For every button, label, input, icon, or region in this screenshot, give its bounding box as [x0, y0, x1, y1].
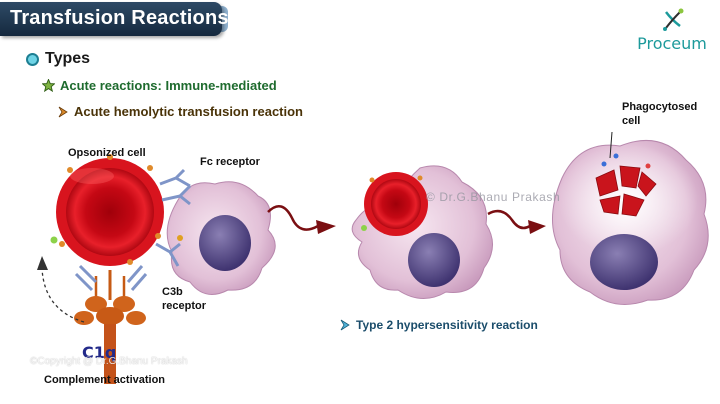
bullet-hemolytic-text: Acute hemolytic transfusion reaction: [74, 104, 303, 119]
bullet-acute: Acute reactions: Immune-mediated: [42, 78, 277, 93]
label-phagocytosed-cell: cell: [622, 115, 641, 127]
label-c1q: C1q: [82, 343, 117, 362]
label-receptor: receptor: [162, 300, 207, 312]
title-bar: Transfusion Reactions: [0, 2, 229, 36]
macrophage-1-nucleus: [199, 215, 251, 271]
chevron-icon: [340, 319, 350, 331]
antibody-c3b: [155, 242, 181, 267]
antigen-dots: [59, 154, 161, 265]
circle-bullet-icon: [26, 52, 39, 66]
label-c3b: C3b: [162, 286, 183, 298]
logo-text: Proceum: [637, 34, 707, 53]
bullet-hemolytic: Acute hemolytic transfusion reaction: [58, 104, 303, 119]
label-phagocytosed: Phagocytosed: [622, 101, 698, 113]
type2-text: Type 2 hypersensitivity reaction: [356, 318, 538, 332]
copyright-watermark: ©Copyright @ Dr.G.Bhanu Prakash: [30, 356, 188, 367]
opsonized-rbc: [50, 154, 164, 266]
center-watermark: © Dr.G.Bhanu Prakash: [426, 190, 561, 204]
bullet-types-text: Types: [45, 50, 91, 67]
macrophage-2-nucleus: [408, 233, 460, 287]
label-opsonized-cell: Opsonized cell: [68, 147, 146, 159]
phagocytosed-pointer: [609, 131, 613, 159]
dotted-arrow: [41, 267, 85, 323]
macrophage-3: [551, 139, 709, 305]
macrophage-2: [351, 165, 493, 299]
star-icon: [42, 79, 55, 92]
antibody-fc: [159, 168, 192, 206]
engulfed-rbc: [361, 172, 428, 236]
arrow-2: [487, 209, 546, 234]
arrow-1: [267, 205, 336, 234]
type2-label: Type 2 hypersensitivity reaction: [340, 318, 538, 332]
proceum-logo: Proceum: [630, 6, 714, 56]
macrophage-1: [166, 181, 276, 295]
label-fc-receptor: Fc receptor: [200, 156, 260, 168]
chevron-icon: [58, 106, 68, 117]
bullet-types: Types: [26, 50, 90, 68]
macrophage-3-nucleus: [590, 234, 658, 290]
page-title: Transfusion Reactions: [10, 7, 229, 29]
bullet-acute-text: Acute reactions: Immune-mediated: [60, 78, 277, 93]
logo-icon: [663, 8, 684, 31]
c1q-complex: [74, 264, 148, 384]
label-complement-activation: Complement activation: [44, 374, 166, 386]
fragmented-rbc: [595, 165, 657, 217]
